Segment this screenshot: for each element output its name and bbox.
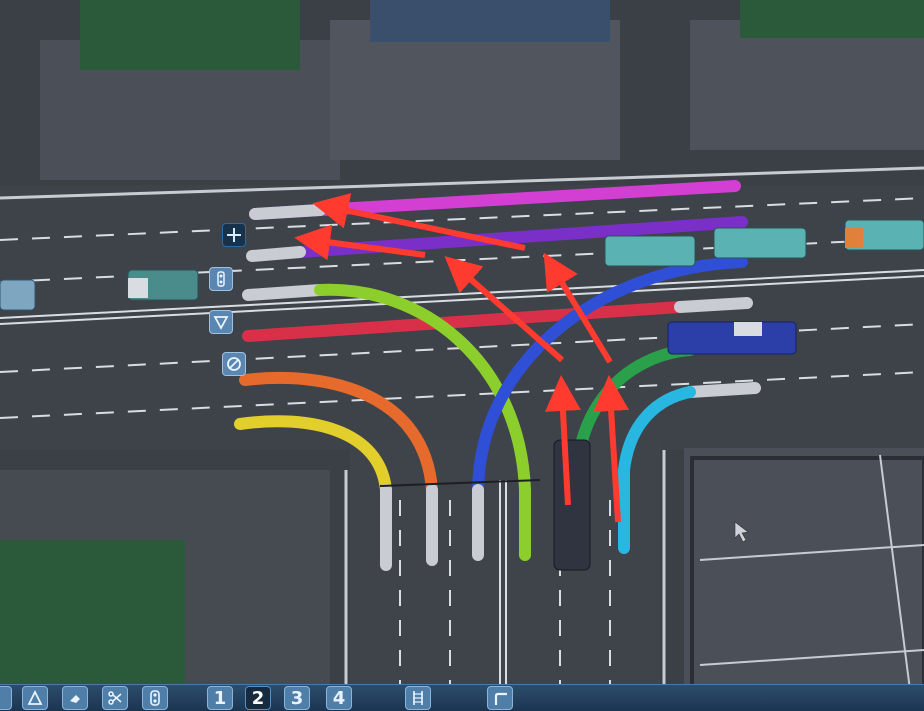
parking-line-3 bbox=[879, 454, 911, 691]
bottom-toolbar: 1 2 3 4 bbox=[0, 684, 924, 711]
traffic-light-tool-button[interactable] bbox=[142, 686, 168, 710]
eraser-icon bbox=[70, 695, 80, 703]
corner-road-icon bbox=[494, 692, 507, 705]
yield-button[interactable] bbox=[209, 310, 233, 334]
arrow-6 bbox=[593, 375, 630, 523]
lane-green bbox=[314, 283, 531, 496]
green-roof-top-right bbox=[740, 0, 924, 38]
blue-roof-top bbox=[370, 0, 610, 42]
no-entry-button[interactable] bbox=[222, 352, 246, 376]
arrow-2 bbox=[294, 224, 426, 261]
vehicle-tanker-north bbox=[553, 439, 591, 571]
traffic-light-button[interactable] bbox=[209, 267, 233, 291]
no-entry-icon bbox=[227, 357, 241, 371]
move-lane-icon bbox=[227, 228, 241, 242]
triangle-tool-button[interactable] bbox=[22, 686, 48, 710]
road-edge-top bbox=[0, 166, 924, 200]
stop-line bbox=[379, 479, 541, 487]
lane-magenta-unused bbox=[249, 204, 326, 220]
mouse-cursor-icon bbox=[734, 521, 749, 543]
traffic-light-icon bbox=[150, 690, 160, 706]
arrow-3 bbox=[444, 256, 564, 363]
building-block-top-right bbox=[690, 20, 924, 150]
green-roof-bottom-left bbox=[0, 540, 185, 690]
vehicle-truck-2 bbox=[713, 227, 807, 259]
number-button-1[interactable]: 1 bbox=[207, 686, 233, 710]
road-center-line-2 bbox=[0, 275, 924, 325]
lane-gray-west bbox=[242, 284, 326, 301]
eraser-tool-button[interactable] bbox=[62, 686, 88, 710]
number-button-3[interactable]: 3 bbox=[284, 686, 310, 710]
green-roof-top-left bbox=[80, 0, 300, 70]
triangle-icon bbox=[27, 690, 43, 705]
lane-red bbox=[242, 301, 686, 342]
annotation-arrows bbox=[294, 193, 630, 523]
road-center-line-1 bbox=[0, 269, 924, 319]
number-button-4[interactable]: 4 bbox=[326, 686, 352, 710]
lane-cyan bbox=[618, 386, 696, 554]
lane-gray-east bbox=[684, 382, 761, 398]
vehicle-bus-east bbox=[667, 321, 797, 355]
vehicle-truck-3 bbox=[844, 219, 924, 251]
parking-line-2 bbox=[699, 649, 924, 666]
corner-road-button[interactable] bbox=[487, 686, 513, 710]
arrow-5 bbox=[544, 375, 581, 506]
rail-track-button[interactable] bbox=[405, 686, 431, 710]
yield-icon bbox=[213, 316, 229, 330]
lane-orange bbox=[239, 371, 438, 496]
vehicle-truck-far-west bbox=[0, 279, 36, 311]
rail-track-icon bbox=[413, 691, 423, 705]
arrow-4 bbox=[543, 252, 613, 364]
lane-dash-1 bbox=[0, 197, 924, 241]
lane-dash-4 bbox=[0, 371, 924, 419]
move-lane-button[interactable] bbox=[222, 223, 246, 247]
building-block-top-center bbox=[330, 20, 620, 160]
traffic-light-icon bbox=[217, 271, 225, 287]
number-button-2[interactable]: 2 bbox=[245, 686, 271, 710]
lane-red-unused bbox=[674, 297, 753, 313]
parking-lot bbox=[684, 448, 924, 711]
scissors-icon bbox=[108, 691, 122, 705]
scissors-tool-button[interactable] bbox=[102, 686, 128, 710]
lane-yellow bbox=[234, 415, 392, 496]
vehicle-truck-1 bbox=[604, 235, 696, 267]
lane-blue bbox=[472, 256, 748, 496]
arrow-1 bbox=[312, 193, 526, 251]
lane-purple-unused bbox=[246, 246, 306, 262]
parking-line-1 bbox=[699, 544, 924, 561]
tool-button-partial[interactable] bbox=[0, 686, 12, 710]
vehicle-truck-west bbox=[127, 269, 199, 301]
